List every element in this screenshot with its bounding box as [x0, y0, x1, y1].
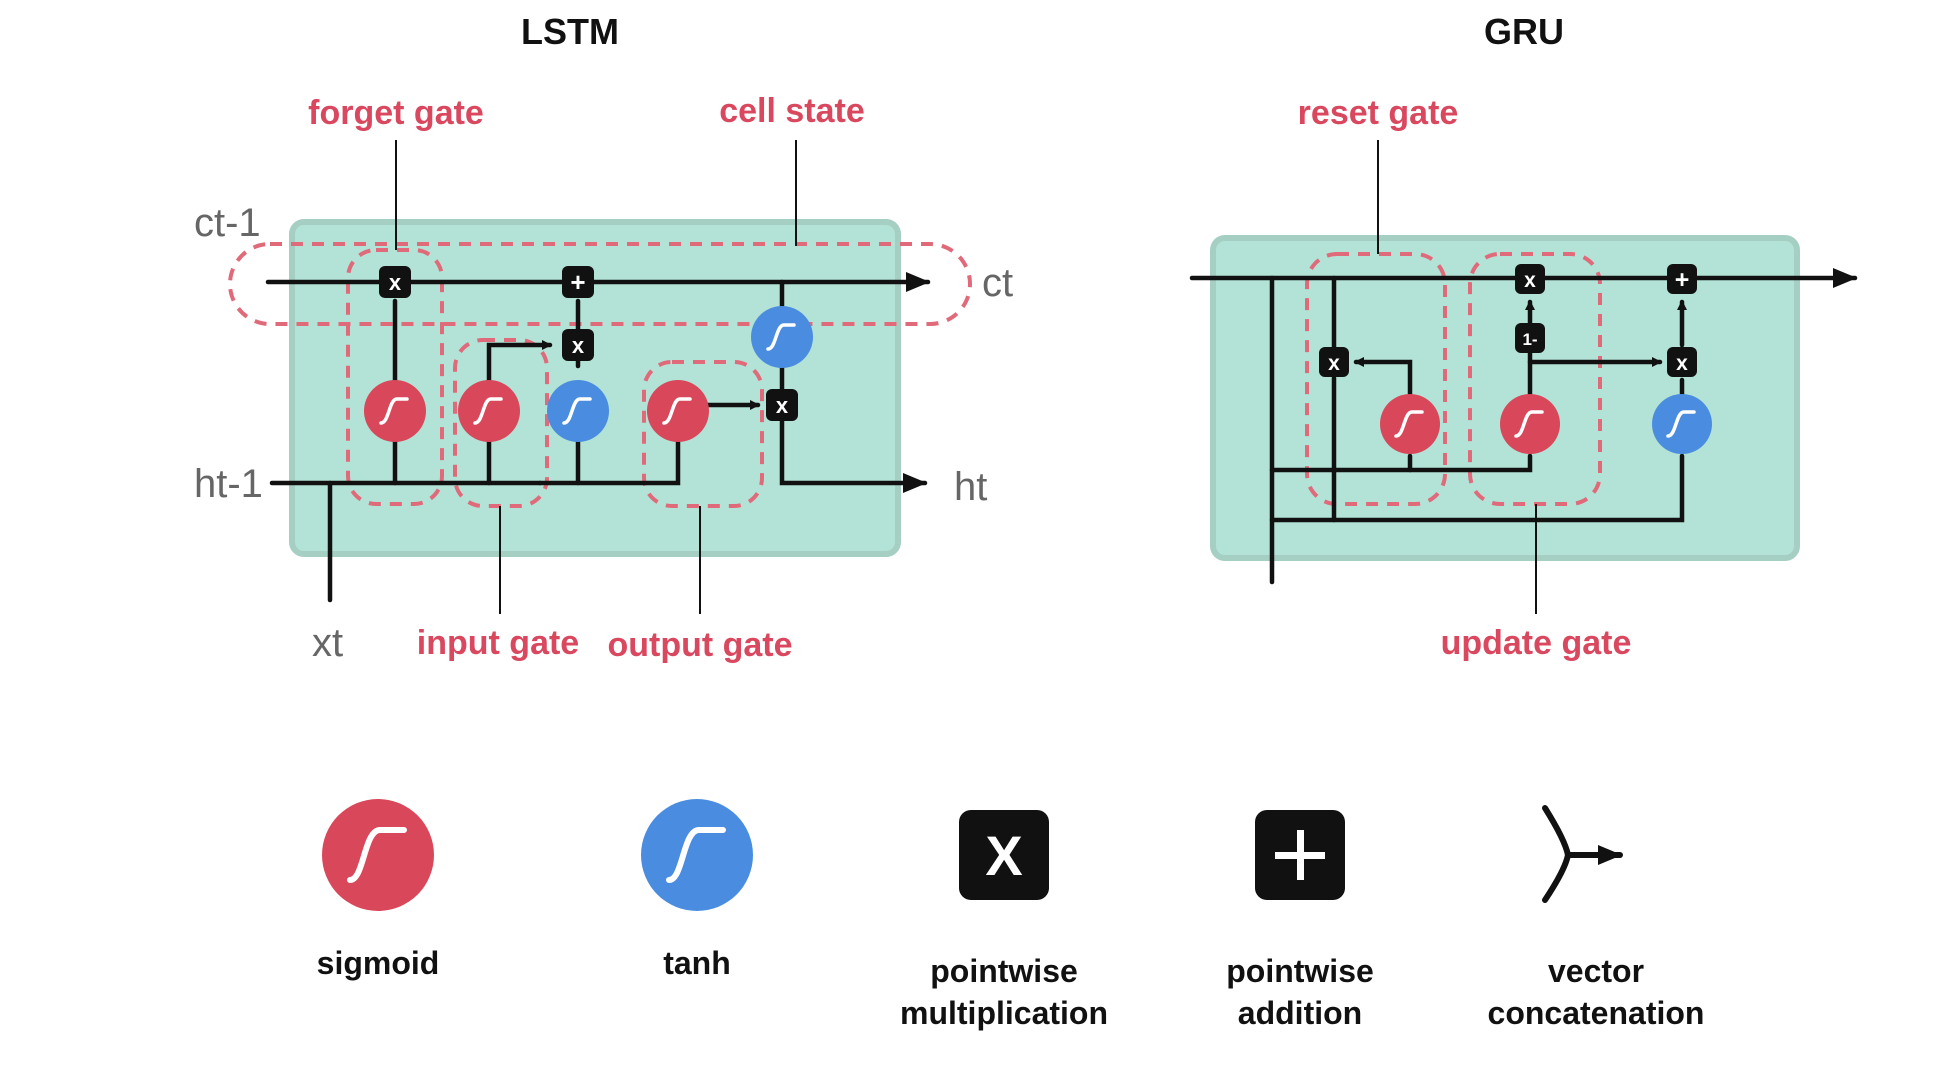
gru-update-sigmoid	[1500, 394, 1560, 454]
legend: sigmoid tanh X pointwise multiplication …	[317, 799, 1705, 1031]
svg-text:X: X	[985, 824, 1022, 887]
gru-reset-multiply: x	[1319, 347, 1349, 377]
gru-add: +	[1667, 264, 1697, 294]
svg-text:x: x	[1524, 269, 1536, 292]
h-next-label: ht	[954, 465, 987, 509]
legend-tanh-label: tanh	[663, 945, 731, 981]
x-input-label: xt	[312, 621, 343, 665]
gru-update-multiply: x	[1515, 264, 1545, 294]
legend-addition-line2: addition	[1238, 995, 1362, 1031]
input-gate-label: input gate	[417, 624, 579, 662]
svg-text:x: x	[389, 270, 402, 295]
lstm-output-multiply: x	[766, 389, 798, 421]
plus-icon	[1255, 810, 1345, 900]
gru-cell-panel	[1210, 235, 1800, 561]
lstm-input-tanh	[547, 380, 609, 442]
svg-text:1-: 1-	[1522, 330, 1537, 349]
h-prev-label: ht-1	[194, 462, 263, 506]
cell-state-outline	[228, 242, 972, 326]
lstm-input-multiply: x	[562, 329, 594, 361]
cell-state-label: cell state	[719, 92, 865, 130]
legend-addition-line1: pointwise	[1226, 953, 1374, 989]
lstm-title: LSTM	[521, 11, 619, 52]
legend-concatenation-line2: concatenation	[1488, 995, 1705, 1031]
svg-text:+: +	[570, 267, 585, 297]
gru-reset-sigmoid	[1380, 394, 1440, 454]
update-gate-label: update gate	[1441, 624, 1632, 662]
lstm-cell-add: +	[562, 266, 594, 298]
svg-text:+: +	[1675, 266, 1690, 294]
c-next-label: ct	[982, 261, 1013, 305]
input-gate-outline	[453, 338, 549, 508]
reset-gate-outline	[1305, 252, 1447, 506]
lstm-cell-tanh	[751, 306, 813, 368]
output-gate-outline	[642, 360, 764, 508]
lstm-output-sigmoid	[647, 380, 709, 442]
concatenation-icon	[1542, 805, 1623, 903]
lstm-label-leaders	[395, 140, 797, 614]
legend-concatenation-line1: vector	[1548, 953, 1644, 989]
svg-text:x: x	[1676, 352, 1688, 375]
gru-candidate-tanh	[1652, 394, 1712, 454]
gru-label-leaders	[1377, 140, 1537, 614]
legend-multiplication-line2: multiplication	[900, 995, 1108, 1031]
tanh-icon	[641, 799, 753, 911]
lstm-input-sigmoid	[458, 380, 520, 442]
lstm-diagram: LSTM	[194, 11, 1013, 665]
multiply-icon: X	[959, 810, 1049, 900]
gru-diagram: GRU	[1189, 11, 1858, 662]
legend-sigmoid-label: sigmoid	[317, 945, 440, 981]
lstm-forget-sigmoid	[364, 380, 426, 442]
gru-one-minus: 1-	[1515, 323, 1545, 353]
c-prev-label: ct-1	[194, 201, 261, 245]
legend-multiplication-line1: pointwise	[930, 953, 1078, 989]
gru-candidate-multiply: x	[1667, 347, 1697, 377]
svg-text:x: x	[572, 333, 585, 358]
svg-text:x: x	[1328, 352, 1340, 375]
gru-title: GRU	[1484, 11, 1564, 52]
svg-text:x: x	[776, 393, 789, 418]
output-gate-label: output gate	[607, 626, 792, 664]
lstm-forget-multiply: x	[379, 266, 411, 298]
reset-gate-label: reset gate	[1298, 94, 1459, 132]
forget-gate-label: forget gate	[308, 94, 484, 132]
sigmoid-icon	[322, 799, 434, 911]
forget-gate-outline	[346, 248, 444, 506]
